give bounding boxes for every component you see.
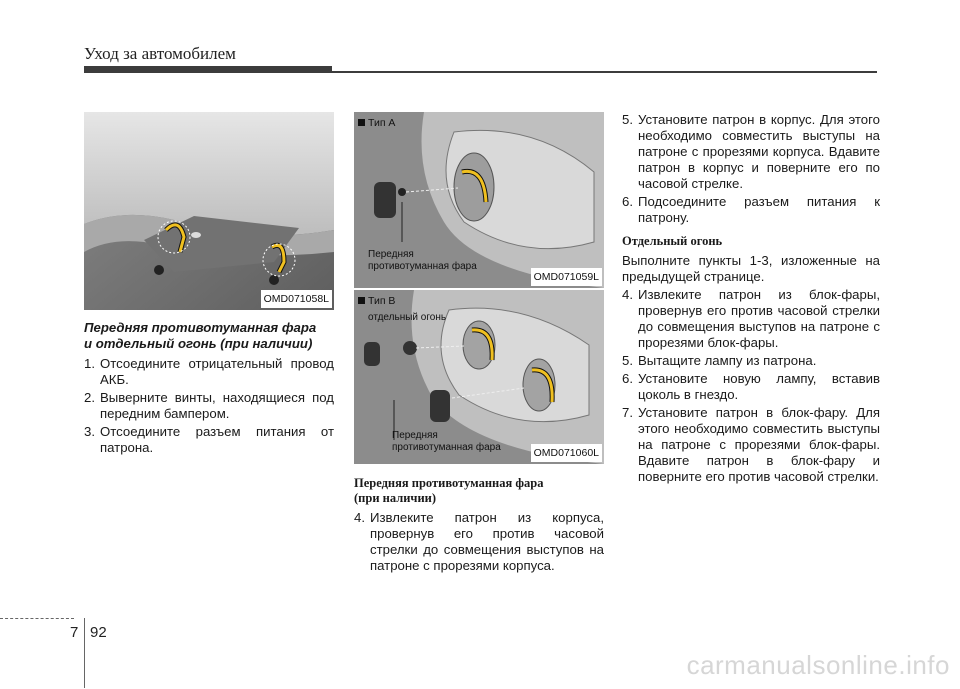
callout-label: отдельный огонь	[368, 312, 447, 323]
step-number: 7.	[622, 405, 633, 420]
step-list: 5. Установите патрон в корпус. Для этого …	[622, 112, 880, 226]
figure-fog-lamp-type-a: Тип A Передняя противотуманная фара OMD0…	[354, 112, 604, 288]
watermark-text[interactable]: carmanualsonline.info	[686, 650, 950, 680]
step-number: 6.	[622, 194, 633, 209]
step-item: 3. Отсоедините разъем питания от патрона.	[84, 424, 334, 456]
step-number: 4.	[354, 510, 365, 525]
step-item: 2. Выверните винты, находящиеся под перед…	[84, 390, 334, 422]
column-middle: Тип A Передняя противотуманная фара OMD0…	[354, 112, 604, 576]
step-text: Установите патрон в корпус. Для этого не…	[638, 112, 880, 191]
intro-text: Выполните пункты 1-3, изложенные на пред…	[622, 253, 880, 284]
figure-fog-lamp-type-b: Тип B отдельный огонь Передняя противоту…	[354, 290, 604, 464]
step-number: 4.	[622, 287, 633, 302]
section-heading: Передняя противотуманная фара и отдельны…	[84, 320, 334, 352]
step-text: Вытащите лампу из патрона.	[638, 353, 817, 368]
footer-divider	[84, 618, 85, 688]
step-text: Отсоедините отрицательный провод АКБ.	[100, 356, 334, 387]
fog-lamp-a-illustration	[354, 112, 604, 288]
bullet-square-icon	[358, 119, 365, 126]
section-heading: Передняя противотуманная фара (при налич…	[354, 476, 604, 506]
page-header-title: Уход за автомобилем	[84, 44, 236, 63]
footer-dashed-rule	[0, 618, 74, 619]
heading-line: Передняя противотуманная фара	[84, 320, 317, 335]
bullet-square-icon	[358, 297, 365, 304]
page-number: 92	[90, 624, 107, 641]
fog-lamp-b-illustration	[354, 290, 604, 464]
step-text: Выверните винты, находящиеся под передни…	[100, 390, 334, 421]
callout-line: Передняя	[368, 249, 414, 260]
step-number: 6.	[622, 371, 633, 386]
callout-label: Передняя противотуманная фара	[392, 430, 501, 454]
callout-label: Передняя противотуманная фара	[368, 249, 477, 273]
column-left: OMD071058L Передняя противотуманная фара…	[84, 112, 334, 458]
step-item: 6. Подсоедините разъем питания к патрону.	[622, 194, 880, 226]
figure-code: OMD071060L	[530, 444, 602, 462]
bumper-illustration	[84, 112, 334, 310]
heading-line: и отдельный огонь (при наличии)	[84, 336, 313, 351]
heading-line: (при наличии)	[354, 491, 437, 505]
step-item: 6. Установите новую лампу, вставив цоколь…	[622, 371, 880, 403]
figure-code: OMD071059L	[530, 268, 602, 286]
step-item: 5. Вытащите лампу из патрона.	[622, 353, 880, 369]
type-tag: Тип A	[358, 115, 395, 131]
chapter-number: 7	[70, 624, 79, 641]
step-number: 5.	[622, 112, 633, 127]
step-item: 1. Отсоедините отрицательный провод АКБ.	[84, 356, 334, 388]
section-heading: Отдельный огонь	[622, 234, 723, 248]
callout-line: противотуманная фара	[368, 261, 477, 272]
heading-line: Передняя противотуманная фара	[354, 476, 544, 490]
callout-line: противотуманная фара	[392, 442, 501, 453]
header-bar	[84, 66, 332, 73]
step-text: Отсоедините разъем питания от патрона.	[100, 424, 334, 455]
step-list: 4. Извлеките патрон из корпуса, провернув…	[354, 510, 604, 574]
step-text: Установите патрон в блок-фару. Для этого…	[638, 405, 880, 484]
type-label: Тип A	[368, 117, 396, 129]
step-item: 7. Установите патрон в блок-фару. Для это…	[622, 405, 880, 485]
step-number: 2.	[84, 390, 95, 405]
step-item: 4. Извлеките патрон из блок-фары, проверн…	[622, 287, 880, 351]
step-list: 4. Извлеките патрон из блок-фары, проверн…	[622, 287, 880, 485]
step-number: 3.	[84, 424, 95, 439]
step-text: Подсоедините разъем питания к патрону.	[638, 194, 880, 225]
step-list: 1.Отсоедините отрицательный провод АКБ. …	[84, 356, 334, 456]
step-text: Извлеките патрон из корпуса, провернув е…	[370, 510, 604, 573]
callout-line: Передняя	[392, 430, 438, 441]
figure-code: OMD071058L	[260, 290, 332, 308]
column-right: 5. Установите патрон в корпус. Для этого …	[622, 112, 880, 487]
step-item: 5. Установите патрон в корпус. Для этого …	[622, 112, 880, 192]
step-number: 1.	[84, 356, 95, 371]
step-item: 4. Извлеките патрон из корпуса, провернув…	[354, 510, 604, 574]
step-text: Извлеките патрон из блок-фары, провернув…	[638, 287, 880, 350]
step-text: Установите новую лампу, вставив цоколь в…	[638, 371, 880, 402]
figure-bumper-screws: OMD071058L	[84, 112, 334, 310]
type-label: Тип B	[368, 295, 396, 307]
type-tag: Тип B	[358, 293, 395, 309]
header-rule	[332, 71, 877, 73]
step-number: 5.	[622, 353, 633, 368]
